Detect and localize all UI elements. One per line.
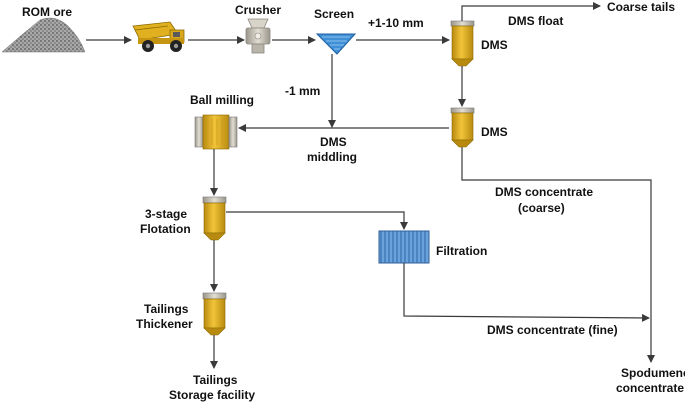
tailings-thickener-icon	[202, 292, 227, 336]
arrow-dms-concentrate-coarse	[461, 147, 655, 363]
node-labels: ROM ore Crusher Screen DMS float Coarse …	[22, 0, 685, 402]
label-dms-conc-coarse-line1: DMS concentrate	[495, 185, 593, 199]
label-filtration: Filtration	[436, 244, 487, 258]
label-dms-1: DMS	[481, 38, 508, 52]
label-tsf-line1: Tailings	[193, 373, 238, 387]
label-screen: Screen	[314, 7, 354, 21]
label-coarse-fraction: +1-10 mm	[368, 16, 424, 30]
label-fine-fraction: -1 mm	[285, 84, 320, 98]
label-dms-float: DMS float	[508, 14, 563, 28]
ball-mill-icon	[194, 114, 238, 150]
label-dms-middling-line1: DMS	[320, 135, 347, 149]
crusher-icon	[245, 18, 271, 54]
arrow-filtration-to-concentrate	[403, 263, 650, 322]
label-dms-conc-coarse-line2: (coarse)	[518, 201, 565, 215]
label-flotation-line1: 3-stage	[145, 207, 187, 221]
label-ball-milling: Ball milling	[190, 93, 254, 107]
label-dms-2: DMS	[481, 125, 508, 139]
flotation-cell-icon	[202, 196, 227, 241]
flow-lines	[86, 2, 655, 369]
dms-unit-2-icon	[450, 107, 475, 148]
label-spodumene-line2: concentrate	[616, 381, 684, 395]
stream-labels: +1-10 mm -1 mm DMS middling DMS concentr…	[285, 16, 618, 337]
label-thickener-line1: Tailings	[144, 302, 189, 316]
label-crusher: Crusher	[235, 3, 281, 17]
label-coarse-tails: Coarse tails	[607, 0, 675, 14]
label-tsf-line2: Storage facility	[169, 388, 255, 402]
label-dms-conc-fine: DMS concentrate (fine)	[487, 323, 618, 337]
label-rom-ore: ROM ore	[22, 5, 72, 19]
arrow-flotation-to-filtration	[226, 211, 408, 230]
label-flotation-line2: Flotation	[140, 222, 191, 236]
label-thickener-line2: Thickener	[136, 317, 193, 331]
arrow-dms-float-to-coarse-tails	[461, 2, 601, 21]
label-dms-middling-line2: middling	[307, 150, 357, 164]
dms-unit-1-icon	[450, 20, 475, 67]
rom-ore-pile-icon	[1, 17, 86, 53]
filtration-icon	[378, 230, 430, 264]
screen-icon	[315, 33, 357, 55]
haul-truck-icon	[132, 21, 185, 52]
label-spodumene-line1: Spodumene	[621, 366, 685, 380]
